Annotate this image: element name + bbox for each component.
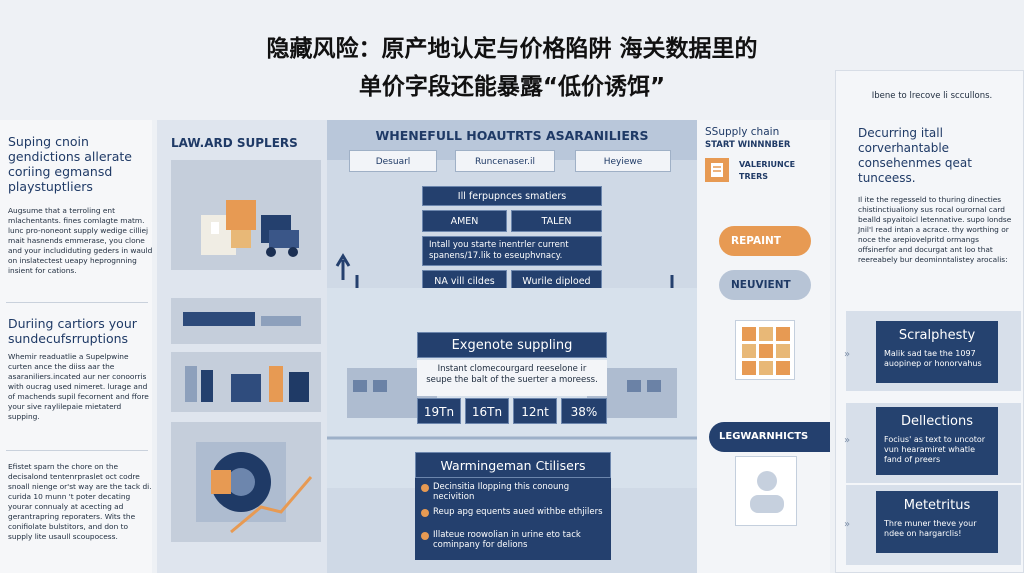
info-card-3[interactable]: Metetritus Thre muner theve your ndee on…	[876, 491, 998, 553]
info-card-2[interactable]: Dellections Focius' as text to uncotor v…	[876, 407, 998, 475]
shelf-icon	[183, 312, 301, 326]
supplier-cell-amen: AMEN	[422, 210, 507, 232]
title-line-2: 单价字段还能暴露“低价诱饵”	[358, 74, 666, 100]
left-divider-2	[6, 450, 148, 451]
bullet-dot-icon	[421, 509, 429, 517]
supply-chain-sub: START WINNNBER	[705, 140, 791, 150]
supplier-box-text: Intall you starte inentrler current span…	[422, 236, 602, 266]
gear-machine-icon	[196, 442, 313, 534]
pill-repaint[interactable]: REPAINT	[719, 226, 811, 256]
warning-item-3: Illateue roowolian in urine eto tack com…	[433, 530, 581, 550]
cogwheel-illustration	[171, 422, 321, 542]
bullet-dot-icon	[421, 532, 429, 540]
left-heading-1: Suping cnoin gendictions allerate coriin…	[8, 134, 132, 194]
info-card-3-body: Thre muner theve your ndee on hargarclis…	[884, 519, 977, 538]
boxes-truck-icon	[201, 200, 299, 257]
right-top-note: Ibene to lrecove li sccullons.	[871, 91, 993, 101]
suppliers-panel: LAW.ARD SUPLERS	[157, 120, 327, 573]
info-card-3-title: Metetritus	[903, 498, 971, 513]
pill-legwarnhicts[interactable]: LEGWARNHICTS	[709, 422, 830, 452]
number-cell-1: 19Tn	[417, 398, 461, 424]
number-cell-4: 38%	[561, 398, 607, 424]
info-card-2-body: Focius' as text to uncotor vun hearamire…	[884, 435, 986, 464]
info-card-1[interactable]: Scralphesty Malik sad tae the 1097 auopi…	[876, 321, 998, 383]
number-cell-2: 16Tn	[465, 398, 509, 424]
chevron-right-icon: »	[844, 435, 851, 446]
left-body-2: Whemir readuatlie a Supelpwine curten an…	[8, 352, 149, 421]
info-card-2-title: Dellections	[900, 414, 974, 429]
sourcing-text: Instant clomecourgard reeselone ir seupe…	[417, 360, 607, 396]
calendar-grid-icon	[735, 320, 795, 380]
left-body-1: Augsume that a terroling ent mlachentant…	[8, 206, 153, 275]
left-column: Suping cnoin gendictions allerate coriin…	[0, 120, 152, 573]
shelf-illustration	[171, 298, 321, 344]
supply-chain-column: SSupply chain START WINNNBER VALERIUNCE …	[697, 120, 830, 573]
tab-heyiewe[interactable]: Heyiewe	[575, 150, 671, 172]
chevron-right-icon: »	[844, 519, 851, 530]
sourcing-title: Exgenote suppling	[417, 332, 607, 358]
machines-illustration	[171, 352, 321, 412]
warning-title: Warmingeman Ctilisers	[415, 452, 611, 478]
checklist-icon	[705, 158, 729, 182]
left-heading-2: Duriing cartiors your sundecufsrruptions	[8, 316, 137, 346]
page-title: 隐藏风险：原产地认定与价格陷阱 海关数据里的 单价字段还能暴露“低价诱饵”	[150, 30, 874, 106]
pill-neuvient[interactable]: NEUVIENT	[719, 270, 811, 300]
chevron-right-icon: »	[844, 349, 851, 360]
info-card-1-title: Scralphesty	[898, 328, 976, 343]
warning-list: Decinsitia Ilopping this conoung necivit…	[415, 478, 611, 560]
warning-item-1: Decinsitia Ilopping this conoung necivit…	[433, 482, 570, 502]
central-panel: WHENEFULL HOAUTRTS ASARANILIERS Desuarl …	[327, 120, 697, 573]
badge-trers: TRERS	[739, 172, 769, 181]
factory-icon	[185, 366, 309, 402]
supply-chain-head: SSupply chain	[705, 126, 780, 138]
bullet-dot-icon	[421, 484, 429, 492]
right-column: Ibene to lrecove li sccullons. Decurring…	[835, 70, 1024, 573]
left-body-3: Efistet sparn the chore on the decisalon…	[8, 462, 152, 541]
supplier-box-title: Ill ferpupnces smatiers	[422, 186, 602, 206]
warehouse-illustration	[171, 160, 321, 270]
number-cell-3: 12nt	[513, 398, 557, 424]
suppliers-title: LAW.ARD SUPLERS	[171, 136, 298, 150]
info-card-1-body: Malik sad tae the 1097 auopinep or honor…	[884, 349, 982, 368]
central-title: WHENEFULL HOAUTRTS ASARANILIERS	[375, 128, 649, 143]
supplier-cell-talen: TALEN	[511, 210, 602, 232]
title-line-1: 隐藏风险：原产地认定与价格陷阱 海关数据里的	[266, 36, 758, 62]
warning-item-2: Reup apg equents aued withbe ethjilers	[433, 507, 603, 517]
profile-card-icon	[735, 456, 797, 526]
tab-runcenaser[interactable]: Runcenaser.il	[455, 150, 555, 172]
left-divider-1	[6, 302, 148, 303]
badge-valeriunce: VALERIUNCE	[739, 160, 796, 169]
right-heading: Decurring itall corverhantable consehenm…	[858, 126, 972, 185]
right-body: Il ite the regesseld to thuring dinectie…	[858, 195, 1012, 264]
tab-desuarl[interactable]: Desuarl	[349, 150, 437, 172]
